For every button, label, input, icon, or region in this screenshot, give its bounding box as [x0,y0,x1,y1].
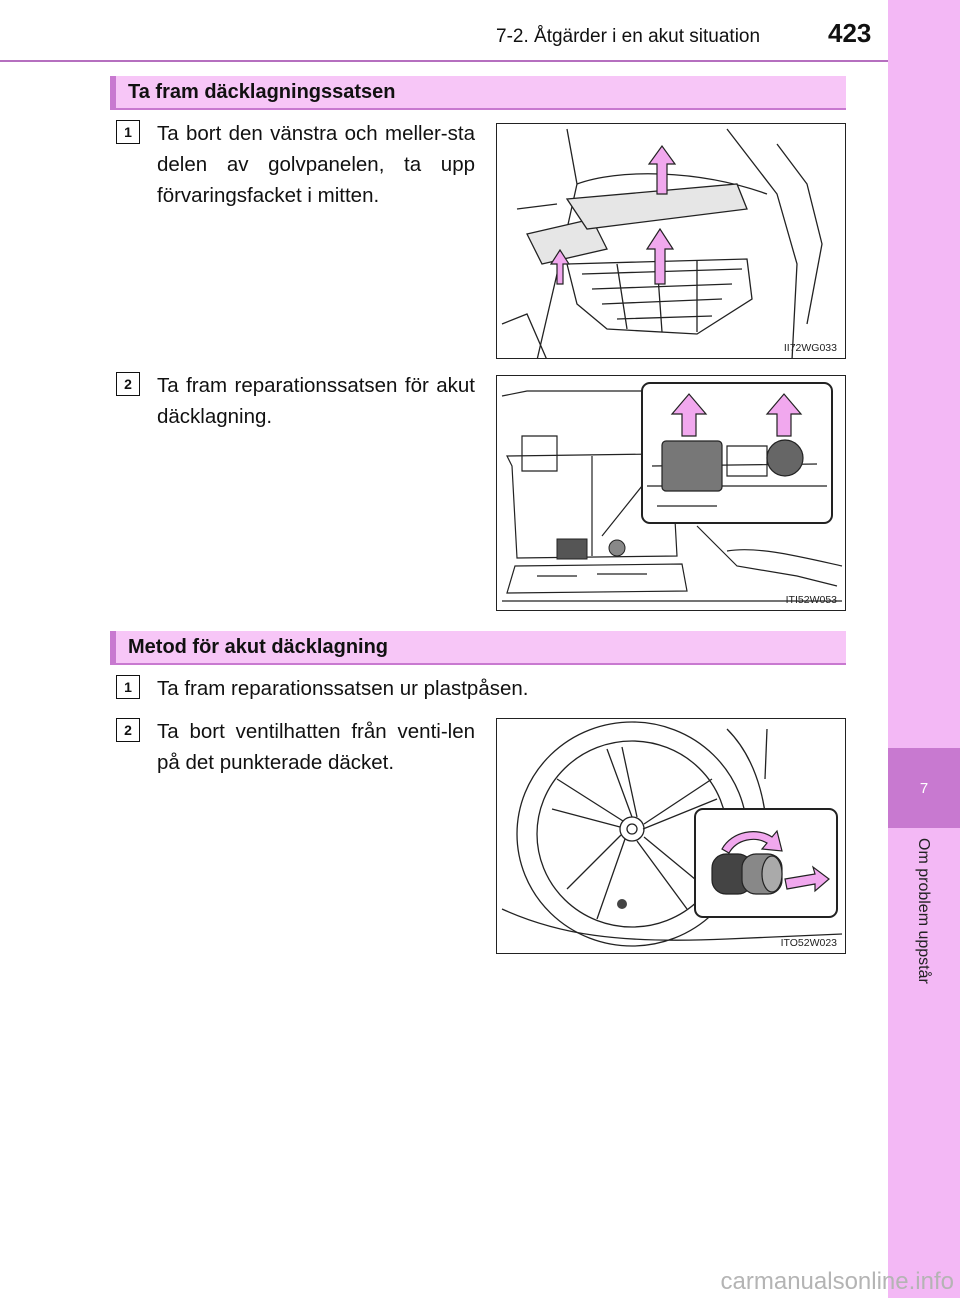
step-number-badge: 1 [116,675,140,699]
figure-code: ITI52W053 [785,594,837,606]
chapter-number-tab[interactable]: 7 [888,748,960,828]
running-header-title: 7-2. Åtgärder i en akut situation [496,26,761,47]
step-number-badge: 2 [116,718,140,742]
figure-trunk-floor: II72WG033 [496,123,846,359]
watermark-text: carmanualsonline.info [720,1268,954,1295]
step-number-badge: 1 [116,120,140,144]
figure-code: II72WG033 [783,342,837,354]
chapter-sidebar: 7 Om problem uppstår [888,0,960,1298]
chapter-label-text: Om problem uppstår [915,838,932,984]
figure-repair-kit: ITI52W053 [496,375,846,611]
lift-arrow-upper [647,144,677,195]
lift-arrow-left-kit [670,393,708,437]
repair-kit-illustration [501,382,843,602]
section-heading-1-text: Ta fram däcklagningssatsen [128,81,396,103]
step-text: Ta bort ventilhatten från venti-len på d… [157,720,475,774]
step-number-badge: 2 [116,372,140,396]
lift-arrow-right-kit [765,393,803,437]
section-heading-1: Ta fram däcklagningssatsen [110,76,846,110]
valve-cap-illustration [501,721,843,947]
lift-arrow-left [549,248,571,285]
figure-valve-cap: ITO52W023 [496,718,846,954]
section-heading-2-text: Metod för akut däcklagning [128,636,389,658]
page-number: 423 [828,18,872,48]
step-text: Ta bort den vänstra och meller-sta delen… [157,122,475,207]
lift-arrow-middle [645,227,675,285]
figure-code: ITO52W023 [780,937,837,949]
trunk-floor-illustration [501,128,823,358]
step-text: Ta fram reparationssatsen för akut däckl… [157,374,475,428]
header-rule [0,60,888,62]
rotate-arrow [721,829,783,854]
section-heading-2: Metod för akut däcklagning [110,631,846,665]
pull-arrow [784,865,830,893]
chapter-label: Om problem uppstår [888,838,960,1038]
step-text: Ta fram reparationssatsen ur plastpåsen. [157,677,529,700]
